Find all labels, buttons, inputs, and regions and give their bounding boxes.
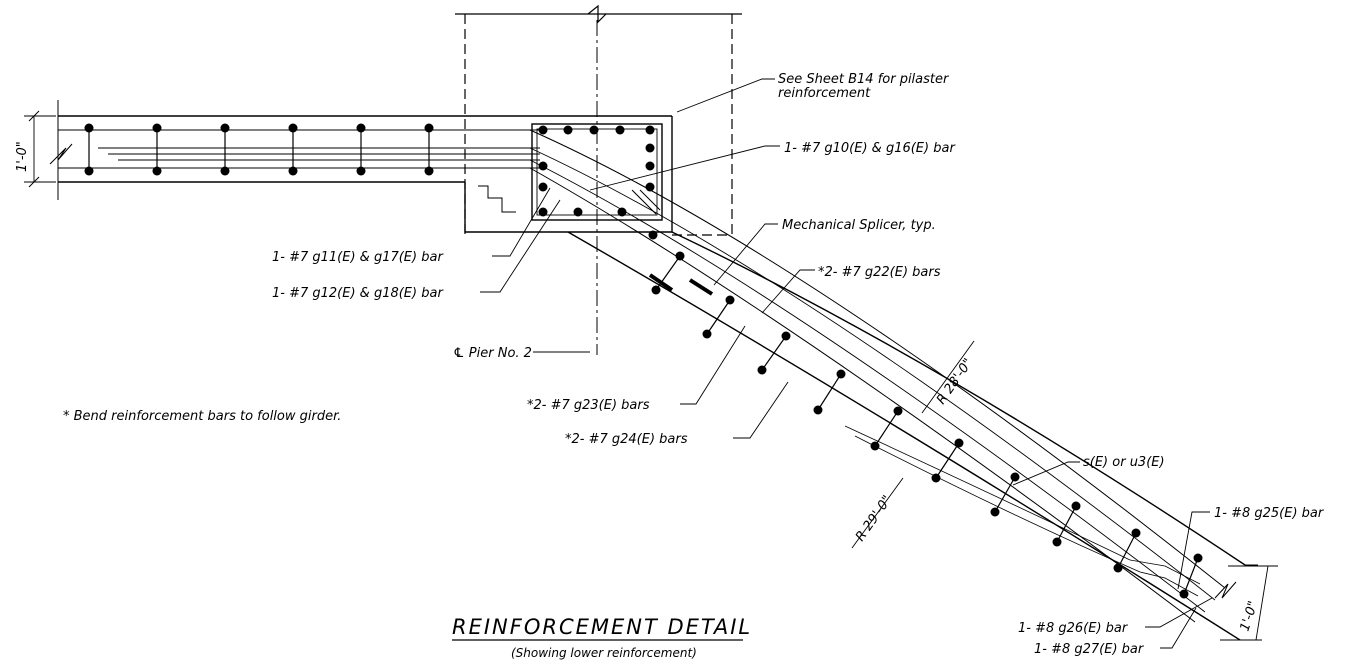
leader-lines [480, 78, 1213, 649]
label-pilaster-line1: See Sheet B14 for pilaster [778, 72, 950, 87]
girder-curved-section [529, 129, 1258, 641]
label-g12-g18: 1- #7 g12(E) & g18(E) bar [272, 286, 444, 301]
label-mechanical-splicer: Mechanical Splicer, typ. [782, 218, 936, 233]
annotations: See Sheet B14 for pilaster reinforcement… [63, 72, 1325, 657]
title-block: REINFORCEMENT DETAIL (Showing lower rein… [452, 615, 752, 660]
label-pilaster-line2: reinforcement [778, 86, 871, 101]
radius-inner-text: R 29'-0" [853, 493, 895, 544]
pier-seat-notch [478, 185, 516, 213]
label-g25: 1- #8 g25(E) bar [1214, 506, 1325, 521]
label-g11-g17: 1- #7 g11(E) & g17(E) bar [272, 250, 444, 265]
dimension-depth-left: 1'-0" [15, 110, 56, 188]
label-pier-centerline: ℄ Pier No. 2 [453, 346, 532, 361]
drawing-title: REINFORCEMENT DETAIL [452, 615, 752, 639]
girder-straight-section [49, 100, 672, 200]
dimension-depth-left-text: 1'-0" [15, 141, 30, 172]
radius-outer: R 28'-0" [921, 340, 976, 414]
bar-dots [84, 123, 1203, 599]
stirrups-straight [88, 128, 430, 170]
radius-outer-text: R 28'-0" [934, 356, 976, 407]
stirrups-curved [655, 255, 1199, 595]
label-g27: 1- #8 g27(E) bar [1034, 642, 1145, 657]
pilaster-column [455, 4, 742, 236]
label-g10-g16: 1- #7 g10(E) & g16(E) bar [784, 141, 956, 156]
label-s-or-u3: s(E) or u3(E) [1083, 455, 1165, 470]
radius-inner: R 29'-0" [851, 477, 904, 549]
general-note: * Bend reinforcement bars to follow gird… [63, 409, 341, 424]
label-g26: 1- #8 g26(E) bar [1018, 621, 1129, 636]
label-g22: *2- #7 g22(E) bars [818, 265, 941, 280]
label-g23: *2- #7 g23(E) bars [527, 398, 650, 413]
label-g24: *2- #7 g24(E) bars [565, 432, 688, 447]
drawing-subtitle: (Showing lower reinforcement) [511, 646, 697, 660]
dimension-depth-right: 1'-0" [1220, 565, 1278, 641]
